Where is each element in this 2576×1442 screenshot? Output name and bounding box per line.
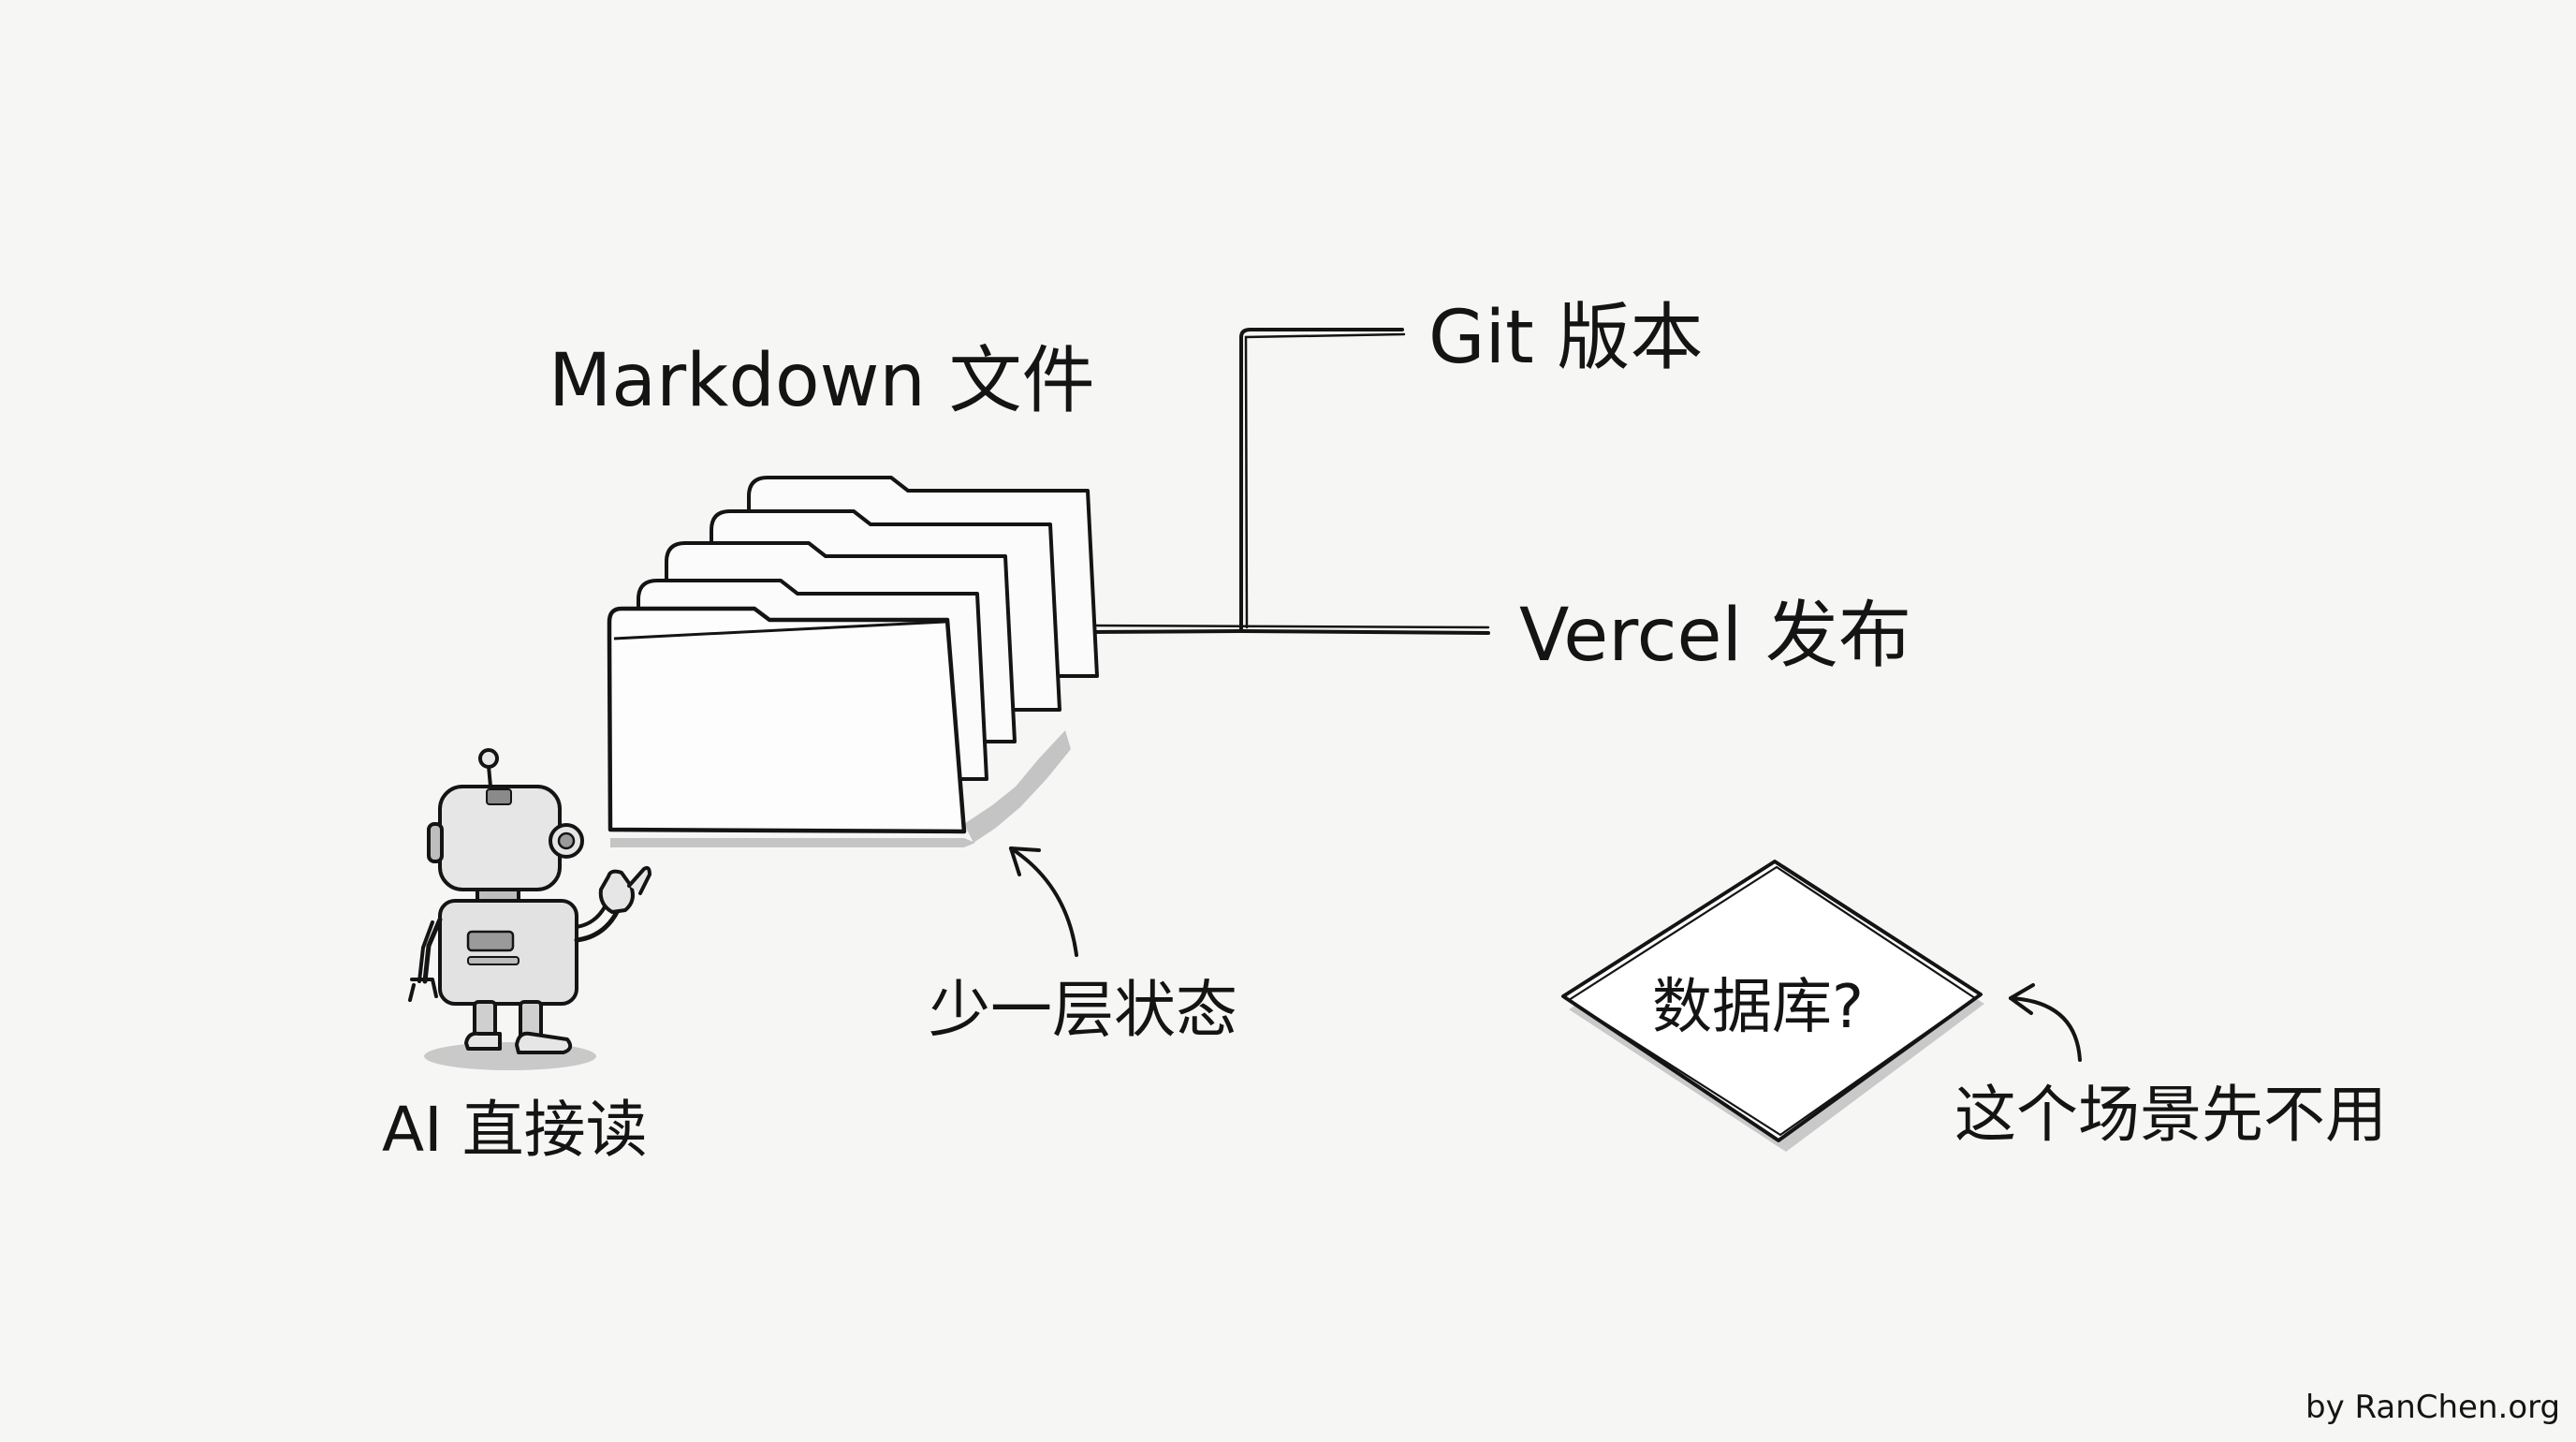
folder-stack-icon bbox=[607, 476, 1099, 847]
folder-shadows bbox=[610, 730, 1071, 847]
one-less-state-label: 少一层状态 bbox=[929, 974, 1237, 1046]
diamond-decision-shape bbox=[1561, 860, 1984, 1152]
folder-front bbox=[607, 606, 967, 834]
arrow-scene-to-database bbox=[2009, 983, 2082, 1062]
connector-folders-vercel bbox=[1084, 628, 1490, 635]
ai-direct-read-label: AI 直接读 bbox=[382, 1094, 648, 1166]
markdown-files-label: Markdown 文件 bbox=[549, 339, 1095, 423]
connector-to-git bbox=[1239, 328, 1404, 633]
arrow-state-to-folders bbox=[1009, 846, 1078, 957]
robot-icon bbox=[408, 748, 651, 1070]
credit-label: by RanChen.org bbox=[2305, 1389, 2561, 1426]
git-version-label: Git 版本 bbox=[1428, 296, 1704, 380]
database-question-label: 数据库? bbox=[1652, 973, 1864, 1042]
connector-lines bbox=[1084, 328, 1490, 635]
connector-to-git-sketch bbox=[1244, 332, 1406, 629]
not-needed-label: 这个场景先不用 bbox=[1954, 1079, 2387, 1151]
vercel-publish-label: Vercel 发布 bbox=[1519, 594, 1911, 678]
connector-folders-vercel-sketch bbox=[1084, 624, 1490, 629]
